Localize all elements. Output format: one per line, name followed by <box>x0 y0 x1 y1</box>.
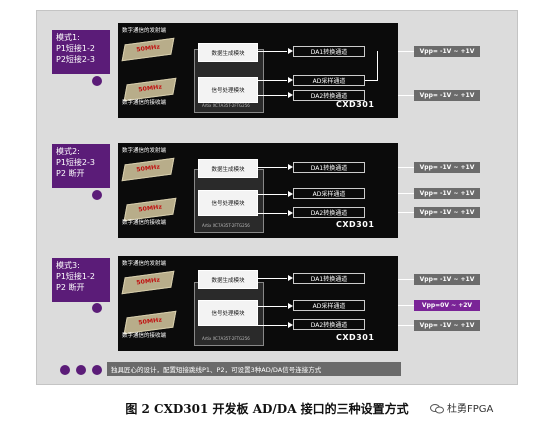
mode-2-title: 模式2: <box>56 147 80 156</box>
tx-label: 数字通信的发射端 <box>122 148 167 154</box>
data-gen-module: 数据生成模块 <box>198 159 258 178</box>
clock-chip-top: 50MHz <box>121 157 175 182</box>
rx-label: 数字通信的接收端 <box>122 220 167 226</box>
mode-2-box: 模式2: P1短接2-3 P2 断开 <box>52 144 110 188</box>
arrow <box>288 92 293 98</box>
vpp-out: Vpp= -1V ~ +1V <box>414 90 480 101</box>
ad-channel: AD采样通道 <box>293 188 365 199</box>
wechat-icon <box>430 404 444 414</box>
line <box>257 213 287 214</box>
rx-label: 数字通信的接收端 <box>122 333 167 339</box>
mode-3-dot <box>92 303 102 313</box>
mode-1-p1: P1短接1-2 <box>56 43 95 53</box>
brand-text: 杜勇FPGA <box>447 404 494 415</box>
mode-2-p2: P2 断开 <box>56 168 85 178</box>
mode-2-p1: P1短接2-3 <box>56 157 95 167</box>
fpga-label: Artix XC7A35T-2FTG256 <box>202 223 250 228</box>
line <box>257 325 287 326</box>
vpp-out: Vpp= -1V ~ +1V <box>414 207 480 218</box>
output-arrow <box>398 51 415 52</box>
ad-channel: AD采样通道 <box>293 75 365 86</box>
tx-label: 数字通信的发射端 <box>122 28 167 34</box>
da2-channel: DA2转换通道 <box>293 207 365 218</box>
da2-channel: DA2转换通道 <box>293 90 365 101</box>
board-1: 数字通信的发射端 50MHz 50MHz 数字通信的接收端 数据生成模块 信号处… <box>118 23 398 118</box>
data-gen-module: 数据生成模块 <box>198 270 258 289</box>
vpp-out: Vpp= -1V ~ +1V <box>414 162 480 173</box>
board-model: CXD301 <box>336 100 375 109</box>
arrow <box>288 48 293 54</box>
da1-channel: DA1转换通道 <box>293 46 365 57</box>
board-model: CXD301 <box>336 220 375 229</box>
mode-3-p1: P1短接1-2 <box>56 271 95 281</box>
output-arrow <box>398 212 415 213</box>
da1-channel: DA1转换通道 <box>293 162 365 173</box>
mode-1-title: 模式1: <box>56 33 80 42</box>
mode-3-p2: P2 断开 <box>56 282 85 292</box>
output-arrow <box>398 325 415 326</box>
output-arrow <box>398 193 415 194</box>
loop-line <box>377 51 378 81</box>
vpp-out: Vpp= -1V ~ +1V <box>414 274 480 285</box>
da2-channel: DA2转换通道 <box>293 319 365 330</box>
mode-1-box: 模式1: P1短接1-2 P2短接2-3 <box>52 30 110 74</box>
fpga-label: Artix XC7A35T-2FTG256 <box>202 336 250 341</box>
clock-chip-top: 50MHz <box>121 270 175 295</box>
arrow <box>288 164 293 170</box>
bottom-dot <box>60 365 70 375</box>
line <box>257 80 287 81</box>
ad-channel: AD采样通道 <box>293 300 365 311</box>
line <box>257 51 287 52</box>
arrow <box>288 77 293 83</box>
line <box>257 167 287 168</box>
brand-watermark: 杜勇FPGA <box>430 400 493 415</box>
mode-2-dot <box>92 190 102 200</box>
vpp-out-highlight: Vpp=0V ~ +2V <box>414 300 480 311</box>
signal-proc-module: 信号处理模块 <box>198 300 258 326</box>
output-arrow <box>398 95 415 96</box>
arrow <box>288 275 293 281</box>
arrow <box>288 210 293 216</box>
arrow <box>288 322 293 328</box>
vpp-out: Vpp= -1V ~ +1V <box>414 320 480 331</box>
vpp-out: Vpp= -1V ~ +1V <box>414 46 480 57</box>
line <box>257 95 287 96</box>
signal-proc-module: 信号处理模块 <box>198 77 258 103</box>
mode-1-p2: P2短接2-3 <box>56 54 95 64</box>
line <box>257 194 287 195</box>
clock-chip-top: 50MHz <box>121 37 175 62</box>
loop-line <box>365 80 377 81</box>
board-3: 数字通信的发射端 50MHz 50MHz 数字通信的接收端 数据生成模块 信号处… <box>118 256 398 351</box>
arrow <box>288 191 293 197</box>
tx-label: 数字通信的发射端 <box>122 261 167 267</box>
figure-caption: 图 2 CXD301 开发板 AD/DA 接口的三种设置方式 <box>125 402 409 416</box>
mode-3-box: 模式3: P1短接1-2 P2 断开 <box>52 258 110 302</box>
line <box>257 306 287 307</box>
mode-3-title: 模式3: <box>56 261 80 270</box>
arrow <box>288 303 293 309</box>
bottom-note: 独具匠心的设计，配置短接跳线P1、P2，可设置3种AD/DA信号连接方式 <box>107 362 401 376</box>
rx-label: 数字通信的接收端 <box>122 100 167 106</box>
data-gen-module: 数据生成模块 <box>198 43 258 62</box>
bottom-dot <box>76 365 86 375</box>
output-arrow <box>398 305 415 306</box>
mode-1-dot <box>92 76 102 86</box>
fpga-label: Artix XC7A35T-2FTG256 <box>202 103 250 108</box>
output-arrow <box>398 279 415 280</box>
bottom-dot <box>92 365 102 375</box>
line <box>257 278 287 279</box>
signal-proc-module: 信号处理模块 <box>198 190 258 216</box>
board-model: CXD301 <box>336 333 375 342</box>
vpp-out: Vpp= -1V ~ +1V <box>414 188 480 199</box>
board-2: 数字通信的发射端 50MHz 50MHz 数字通信的接收端 数据生成模块 信号处… <box>118 143 398 238</box>
output-arrow <box>398 167 415 168</box>
da1-channel: DA1转换通道 <box>293 273 365 284</box>
